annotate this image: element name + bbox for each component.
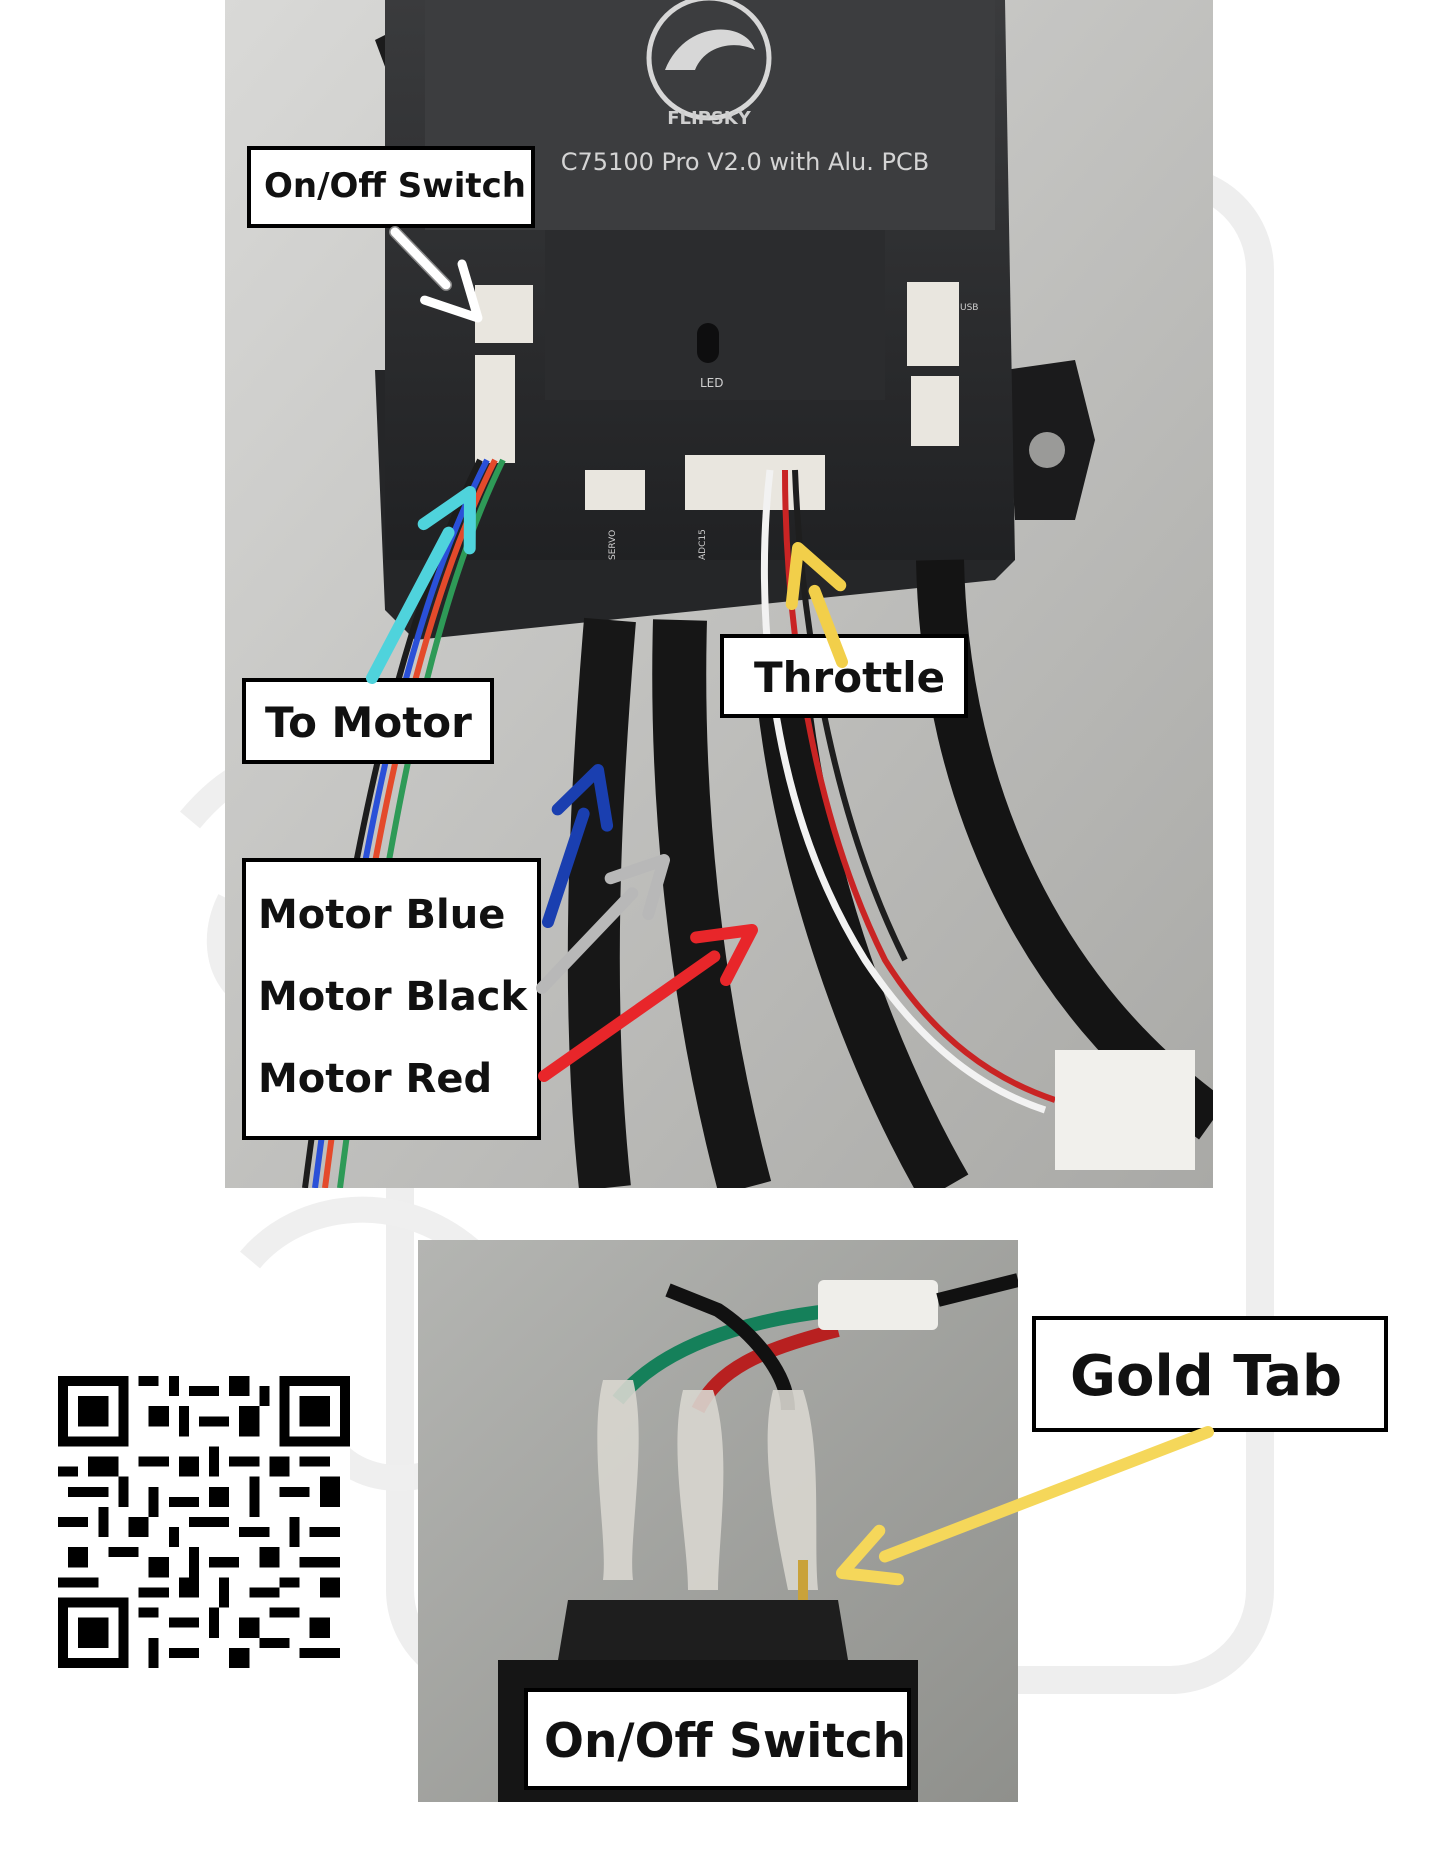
- adc-pin-label: ADC15: [698, 529, 708, 560]
- gold-tab-label: Gold Tab: [1032, 1316, 1388, 1432]
- usb-label: USB: [960, 303, 978, 313]
- servo-pin-label: SERVO: [608, 530, 618, 560]
- qr-code[interactable]: [58, 1376, 350, 1668]
- throttle-label: Throttle: [720, 634, 968, 718]
- motor-wires-label: Motor Blue Motor Black Motor Red: [242, 858, 541, 1140]
- motor-blue-label: Motor Blue: [258, 892, 506, 938]
- to-motor-label: To Motor: [242, 678, 494, 764]
- onoff-switch-label-bottom: On/Off Switch: [524, 1688, 911, 1790]
- motor-red-label: Motor Red: [258, 1056, 493, 1102]
- motor-black-label: Motor Black: [258, 974, 528, 1020]
- brand-text: FLIPSKY: [667, 108, 752, 129]
- model-text: C75100 Pro V2.0 with Alu. PCB: [561, 148, 929, 176]
- onoff-switch-label-top: On/Off Switch: [247, 146, 535, 228]
- led-label: LED: [700, 376, 724, 390]
